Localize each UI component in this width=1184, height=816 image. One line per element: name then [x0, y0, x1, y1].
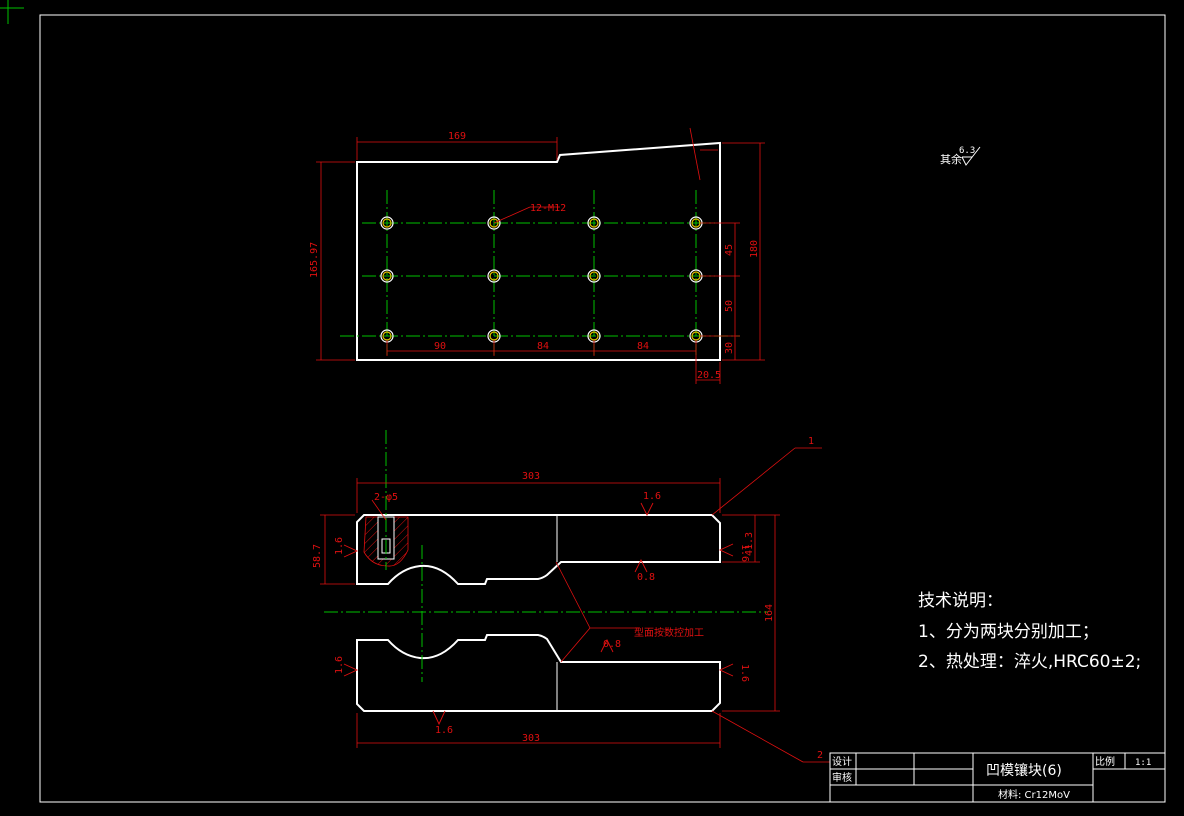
upper-half-outline: [356, 514, 721, 585]
dim-width-top: 169: [448, 131, 466, 142]
dim-length-top: 303: [522, 471, 540, 482]
roughness-value: 1.6: [643, 491, 661, 502]
scale-value: 1:1: [1135, 758, 1151, 768]
hole: [487, 269, 501, 283]
roughness-value: 0.8: [637, 572, 655, 583]
scale-label: 比例: [1095, 755, 1115, 768]
dim-pitch-v1: 45: [724, 244, 735, 256]
top-view-outline: [356, 141, 721, 361]
tech-note-item: 1、分为两块分别加工；: [918, 622, 1099, 642]
dim-left-height: 58.7: [312, 544, 323, 568]
roughness-other-value: 6.3: [959, 146, 975, 156]
balloon-2: 2: [817, 750, 823, 761]
design-label: 设计: [832, 755, 852, 768]
dim-total-height-front: 164: [764, 604, 775, 622]
review-label: 审核: [832, 771, 852, 784]
dim-edge-bottom: 30: [724, 342, 735, 354]
profile-machining-note: 型面按数控加工: [634, 626, 704, 639]
roughness-value: 1.6: [739, 664, 750, 682]
dim-pitch-h2: 84: [537, 341, 549, 352]
front-dim-lines: [320, 447, 830, 763]
dim-edge-right: 20.5: [697, 370, 721, 381]
lower-half-outline: [356, 634, 721, 712]
tech-note-item: 2、热处理：淬火,HRC60±2;: [918, 652, 1141, 672]
material-label: 材料: Cr12MoV: [998, 788, 1070, 801]
dim-length-bottom: 303: [522, 733, 540, 744]
front-view: 303 303 2-φ5 58.7 41.3 164 1.6 1.6 1.6 1…: [312, 430, 830, 763]
balloon-1: 1: [808, 436, 814, 447]
corner-mark: [0, 0, 24, 24]
hole: [487, 216, 501, 230]
roughness-other-label: 其余: [940, 152, 962, 166]
hole: [587, 216, 601, 230]
roughness-value: 1.6: [435, 725, 453, 736]
tech-notes-title: 技术说明：: [918, 591, 1003, 611]
roughness-symbol: [961, 146, 981, 166]
top-holes: [380, 216, 703, 343]
part-name: 凹模镶块(6): [986, 762, 1062, 779]
hole: [380, 216, 394, 230]
technical-notes: 技术说明： 1、分为两块分别加工； 2、热处理：淬火,HRC60±2;: [918, 591, 1141, 672]
dim-pitch-h1: 90: [434, 341, 446, 352]
roughness-value: 1.6: [334, 656, 345, 674]
front-center-lines: [324, 430, 768, 682]
roughness-value: 1.6: [334, 537, 345, 555]
dim-hole-callout: 12-M12: [530, 203, 566, 214]
dim-right-height: 41.3: [744, 532, 755, 556]
roughness-value: 1.6: [739, 544, 750, 562]
dim-pitch-h3: 84: [637, 341, 649, 352]
dim-height-left: 165.97: [309, 242, 320, 278]
roughness-value: 0.8: [603, 639, 621, 650]
drawing-frame: [39, 14, 1166, 803]
dim-pitch-v2: 50: [724, 300, 735, 312]
roughness-marks: [343, 502, 734, 726]
hole: [380, 269, 394, 283]
top-center-lines: [340, 190, 740, 355]
title-block: [829, 752, 1166, 803]
surface-roughness-note: 其余 6.3: [940, 146, 981, 166]
dim-hole-callout-front: 2-φ5: [374, 492, 398, 503]
top-view: 169 165.97 12-M12 180 45 50 30 90 84 84 …: [309, 127, 765, 384]
dim-total-height: 180: [749, 240, 760, 258]
top-dim-lines: [316, 127, 765, 384]
hole: [587, 269, 601, 283]
